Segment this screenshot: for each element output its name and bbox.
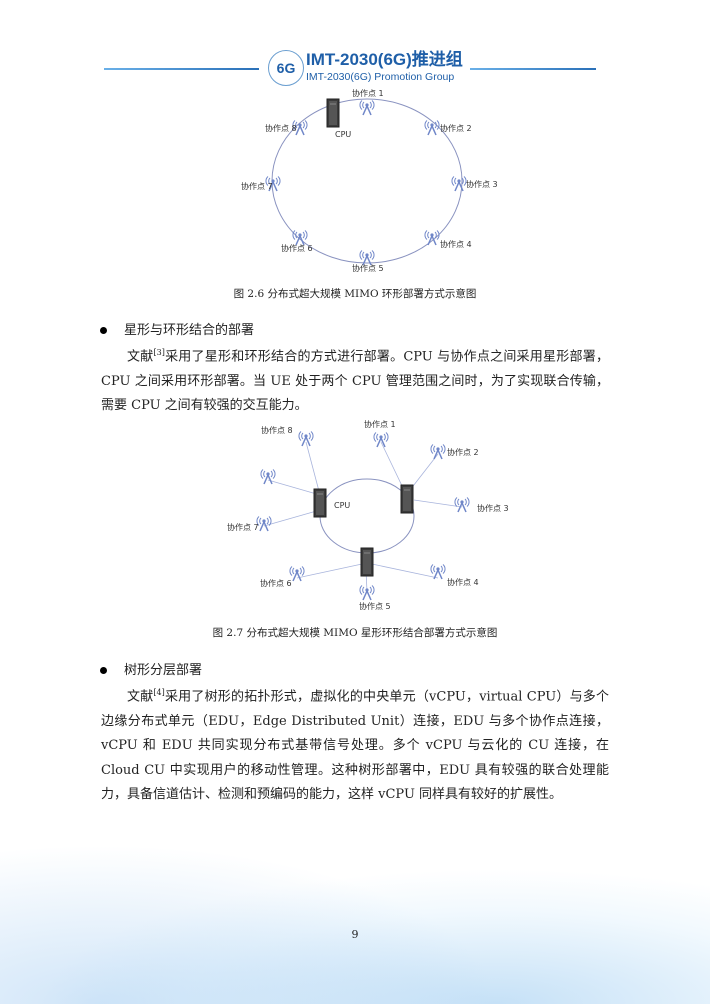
cpu-label: CPU xyxy=(335,130,351,139)
node-label: 协作点 5 xyxy=(359,601,391,611)
cpu-server-icon xyxy=(326,98,340,128)
node-label: 协作点 3 xyxy=(477,503,509,513)
node-label: 协作点 2 xyxy=(440,123,472,133)
header-brand: IMT-2030(6G)推进组 IMT-2030(6G) Promotion G… xyxy=(306,50,463,84)
cpu-server-icon xyxy=(400,484,414,514)
tower-icon xyxy=(373,431,389,448)
section-heading-tree: 树形分层部署 xyxy=(100,659,202,678)
tower-icon xyxy=(451,175,467,192)
bullet-icon xyxy=(100,667,107,674)
page-number: 9 xyxy=(351,928,359,941)
cpu-server-icon xyxy=(360,547,374,577)
node-label: 协作点 6 xyxy=(260,578,292,588)
figure-2-7-star-ring-diagram: CPU 协作点 1 协作点 2 协作点 3 协作点 4 协作点 5 协作点 6 … xyxy=(227,419,509,611)
heading-text: 星形与环形结合的部署 xyxy=(124,323,255,338)
node-label: 协作点 1 xyxy=(352,88,384,98)
node-label: 协作点 7 xyxy=(227,522,259,532)
brand-title-cn: IMT-2030(6G)推进组 xyxy=(306,50,463,69)
cpu-label: CPU xyxy=(334,501,350,510)
background-wave xyxy=(0,724,710,1004)
node-label: 协作点 5 xyxy=(352,263,384,273)
node-label: 协作点 4 xyxy=(447,577,479,587)
figure-2-6-caption: 图 2.6 分布式超大规模 MIMO 环形部署方式示意图 xyxy=(233,288,477,300)
figure-2-6-ring-diagram: CPU 协作点 1 协作点 2 协作点 3 协作点 4 协作点 5 协作点 6 … xyxy=(241,88,498,273)
background-wave xyxy=(0,844,500,1004)
heading-text: 树形分层部署 xyxy=(124,663,203,678)
text: 文献 xyxy=(127,349,154,365)
logo-text: 6G xyxy=(276,60,296,76)
tower-icon xyxy=(454,496,470,513)
tower-icon xyxy=(430,443,446,460)
tower-icon xyxy=(424,119,440,136)
tower-icon xyxy=(424,229,440,246)
brand-title-en: IMT-2030(6G) Promotion Group xyxy=(306,71,455,83)
tower-icon xyxy=(256,515,272,532)
figure-2-7-caption: 图 2.7 分布式超大规模 MIMO 星形环形结合部署方式示意图 xyxy=(212,627,498,639)
paragraph-tree: 文献[4]采用了树形的拓扑形式，虚拟化的中央单元（vCPU，virtual CP… xyxy=(101,681,609,808)
paragraph-star-ring: 文献[3]采用了星形和环形结合的方式进行部署。CPU 与协作点之间采用星形部署，… xyxy=(101,341,609,419)
node-label: 协作点 7 xyxy=(241,181,273,191)
node-label: 协作点 1 xyxy=(364,419,396,429)
logo: 6G xyxy=(268,50,304,86)
tower-icon xyxy=(289,565,305,582)
tower-icon xyxy=(298,430,314,447)
bullet-icon xyxy=(100,327,107,334)
node-label: 协作点 2 xyxy=(447,447,479,457)
cpu-server-icon xyxy=(313,488,327,518)
citation-ref[interactable]: [4] xyxy=(153,688,165,697)
section-heading-star-ring: 星形与环形结合的部署 xyxy=(100,319,254,338)
node-label: 协作点 6 xyxy=(281,243,313,253)
text: 采用了树形的拓扑形式，虚拟化的中央单元（vCPU，virtual CPU）与多个… xyxy=(101,689,609,803)
text: 采用了星形和环形结合的方式进行部署。CPU 与协作点之间采用星形部署，CPU 之… xyxy=(101,349,609,414)
citation-ref[interactable]: [3] xyxy=(153,348,165,357)
node-label: 协作点 8 xyxy=(265,123,297,133)
text: 文献 xyxy=(127,689,154,705)
tower-icon xyxy=(359,99,375,116)
node-label: 协作点 8 xyxy=(261,425,293,435)
node-label: 协作点 4 xyxy=(440,239,472,249)
node-label: 协作点 3 xyxy=(466,179,498,189)
header-line-left xyxy=(104,68,259,70)
header-line-right xyxy=(470,68,596,70)
